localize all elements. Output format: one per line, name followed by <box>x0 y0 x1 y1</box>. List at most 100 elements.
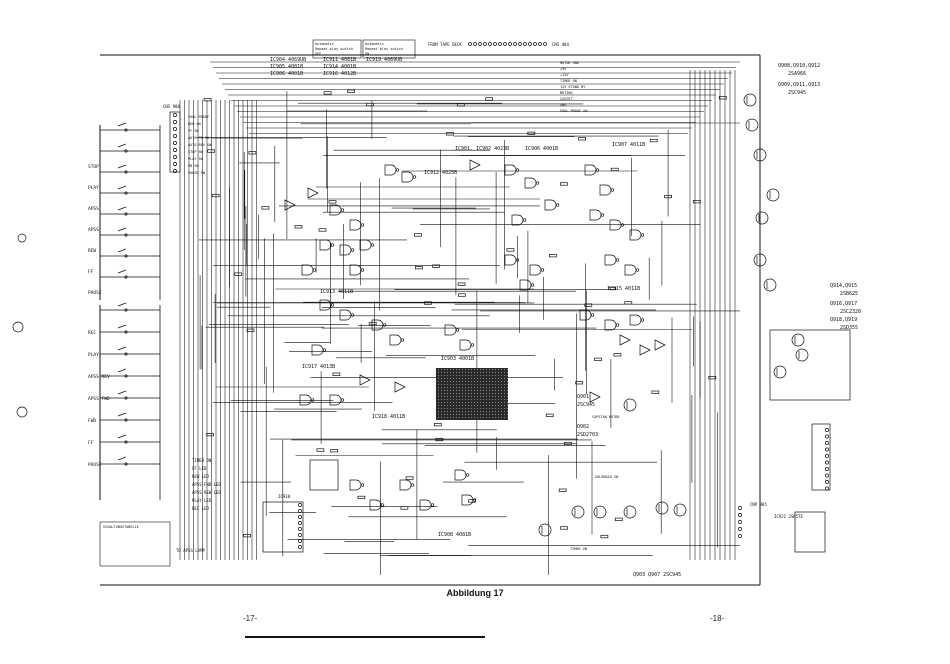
switch-label: PLAY <box>88 185 99 191</box>
switch-label: FF <box>88 269 94 275</box>
bottom-led-label: PLAY LED <box>192 498 212 503</box>
right-bus-labels: MOTOR GND +9V +12V TIMER ON 12V STAND BY MUTI… <box>560 61 588 113</box>
left-bus-label: PLAY SW <box>188 157 204 161</box>
switch-label: APSS <box>88 206 99 212</box>
q903-label: Q903 Q907 2SC945 <box>633 572 681 578</box>
ic913-label: IC913 4011B <box>320 289 353 295</box>
wiring <box>99 54 761 586</box>
right-bus-label: GND <box>560 103 566 107</box>
ic915-label: IC915 4011B <box>607 286 640 292</box>
left-bus-label: PB SW <box>188 164 199 168</box>
ic-list-left-1: IC904 4069UB <box>270 57 306 63</box>
led-label: PAUSE <box>88 462 102 468</box>
ic917-label: IC917 4013B <box>302 364 335 370</box>
from-deck-label: FROM TAPE DECK <box>428 42 462 47</box>
led-label: FWD <box>88 418 96 424</box>
bottom-led-label: REW LED <box>192 474 209 479</box>
left-bus-label: REW SW <box>188 122 202 126</box>
ic908-label: IC908 4081B <box>438 532 471 538</box>
switch-label: REW <box>88 248 96 254</box>
note-box-1-line1: Automatic <box>315 42 334 46</box>
led-label: APSS FWD <box>88 396 110 402</box>
left-bus-label: AUTO PB SW <box>188 136 210 140</box>
page-number-left: -17- <box>243 614 258 623</box>
page-number-right: -18- <box>710 614 725 623</box>
timer-on-label: TIMER ON <box>570 547 587 551</box>
bottom-led-label: APSS REW LED <box>192 490 221 495</box>
note-box-2-line2: Repeat play switch <box>365 47 403 51</box>
left-led-labels: REC PLAY APSS REV APSS FWD FWD FF PAUSE <box>88 330 110 468</box>
cnp-label: CNP 905 <box>750 502 767 507</box>
q918-label-1: Q918,Q919 <box>830 317 857 323</box>
ic-list-right: IC919 4069UB <box>366 57 402 63</box>
ic910-label: IC910 <box>278 494 291 499</box>
legend-title: SCHALTUNGSTABELLE <box>103 525 139 529</box>
left-bus-labels: FOOL PROOF REW SW FF SW AUTO PB SW AUTO REV … <box>188 115 212 175</box>
bottom-left-labels: TIMER ON FF LED REW LED APSS FWD LED APSS RE… <box>192 458 221 511</box>
right-bus-label: MUTING <box>560 91 573 95</box>
led-label: FF <box>88 440 94 446</box>
apss-lamp-label: TO APSS LAMP <box>176 548 205 553</box>
q918-label-2: 2SD355 <box>840 325 858 331</box>
bottom-led-label: REC LED <box>192 506 209 511</box>
legend-box <box>99 521 171 567</box>
switch-label: PAUSE <box>88 290 102 296</box>
right-bus-label: MOTOR GND <box>560 61 579 65</box>
note-box-1-line3: OFF <box>315 52 321 56</box>
bottom-led-label: TIMER ON <box>192 458 212 463</box>
right-bus-label: +9V <box>560 67 567 71</box>
left-bus-label: AUTO REV SW <box>188 143 212 147</box>
left-bus-label: PAUSE SW <box>188 171 206 175</box>
ic-list-mid-3: IC916 4012B <box>323 71 356 77</box>
q916-label-1: Q916,Q917 <box>830 301 857 307</box>
q901-label-1: Q901 <box>577 394 589 400</box>
switch-label: APSS <box>88 227 99 233</box>
bottom-rule <box>245 636 485 638</box>
ic-list-mid-2: IC914 4001B <box>323 64 356 70</box>
note-box-1-line2: Repeat play switch <box>315 47 353 51</box>
bus-top-label: CNS 900 <box>163 104 180 109</box>
right-bus-label: 12V STAND BY <box>560 85 586 89</box>
q908-label-2: 2SA966 <box>788 71 806 77</box>
bottom-led-label: FF LED <box>192 466 207 471</box>
left-switch-labels: STOP PLAY APSS APSS REW FF PAUSE <box>88 164 102 296</box>
ic901-label: IC901, IC902 4023B <box>455 146 509 152</box>
q909-label-2: 2SC945 <box>788 90 806 96</box>
led-label: REC <box>88 330 96 336</box>
q914-label-1: Q914,Q915 <box>830 283 857 289</box>
cns-top-label: CNS 404 <box>552 42 569 47</box>
q914-label-2: 2SB625 <box>840 291 858 297</box>
switch-label: STOP <box>88 164 99 170</box>
capstan-label: CAPSTAN MOTOR <box>592 415 620 419</box>
q908-label-1: Q908,Q910,Q912 <box>778 63 820 69</box>
led-label: APSS REV <box>88 374 110 380</box>
ic906-label: IC906 4001B <box>525 146 558 152</box>
bottom-led-label: APSS FWD LED <box>192 482 221 487</box>
right-bus-label: FOOL PROOF SW <box>560 109 588 113</box>
right-bus-label: CASSET <box>560 97 574 101</box>
right-bus-label: +12V <box>560 73 569 77</box>
ic-list-left-3: IC906 4001B <box>270 71 303 77</box>
ic918-label: IC918 4011B <box>372 414 405 420</box>
ic912-label: IC912 4025B <box>424 170 457 176</box>
components <box>12 42 851 553</box>
note-box-2-line1: Automatic <box>365 42 384 46</box>
solenoid-label: SOLENOID SW <box>595 475 619 479</box>
q909-label-1: Q909,Q911,Q913 <box>778 82 820 88</box>
ic-list-mid-1: IC911 4081B <box>323 57 356 63</box>
left-bus-label: FF SW <box>188 129 199 133</box>
left-bus-label: FOOL PROOF <box>188 115 209 119</box>
note-box-2 <box>362 39 416 59</box>
led-label: PLAY <box>88 352 99 358</box>
note-box-2-line3: ON <box>365 52 369 56</box>
ic921-label: IC921 2SK5TE <box>774 514 803 519</box>
right-bus-label: TIMER ON <box>560 79 577 83</box>
note-box-1 <box>312 39 362 59</box>
left-bus-label: STOP SW <box>188 150 204 154</box>
ic907-label: IC907 4011B <box>612 142 645 148</box>
q901-label-2: 2SC945 <box>577 402 595 408</box>
ic-list-left-2: IC905 4081B <box>270 64 303 70</box>
q902-label-1: Q902 <box>577 424 589 430</box>
q916-label-2: 2SC2320 <box>840 309 861 315</box>
